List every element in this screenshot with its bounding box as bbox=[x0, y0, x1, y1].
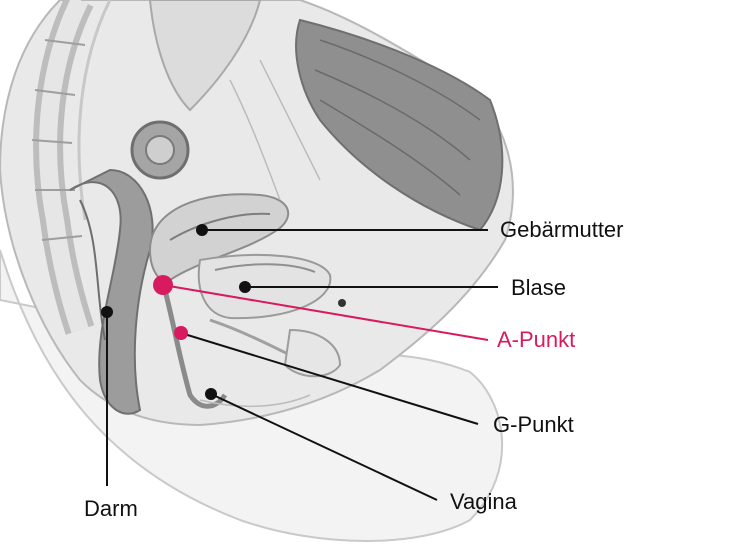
label-vagina: Vagina bbox=[450, 489, 517, 514]
marker-dots bbox=[101, 224, 251, 400]
marker-blase bbox=[239, 281, 251, 293]
label-blase: Blase bbox=[511, 275, 567, 300]
marker-darm bbox=[101, 306, 113, 318]
label-g-punkt: G-Punkt bbox=[493, 412, 574, 437]
marker-gebaermutter bbox=[196, 224, 208, 236]
label-gebaermutter: Gebärmutter bbox=[500, 217, 624, 242]
label-darm: Darm bbox=[84, 496, 138, 521]
pelvis-model-illustration bbox=[0, 0, 514, 542]
marker-g-punkt bbox=[174, 326, 188, 340]
leader-vagina bbox=[210, 393, 438, 501]
label-a-punkt: A-Punkt bbox=[497, 327, 576, 352]
leader-g-punkt bbox=[180, 332, 479, 425]
marker-vagina bbox=[205, 388, 217, 400]
leader-a-punkt bbox=[162, 284, 489, 341]
leader-lines bbox=[106, 229, 498, 501]
marker-a-punkt bbox=[153, 275, 173, 295]
